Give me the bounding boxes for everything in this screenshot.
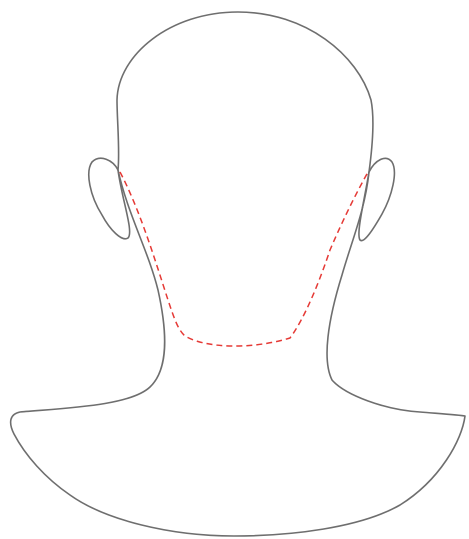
head-neck-outline [11,12,465,536]
left-ear [89,158,130,238]
right-ear [359,158,394,240]
